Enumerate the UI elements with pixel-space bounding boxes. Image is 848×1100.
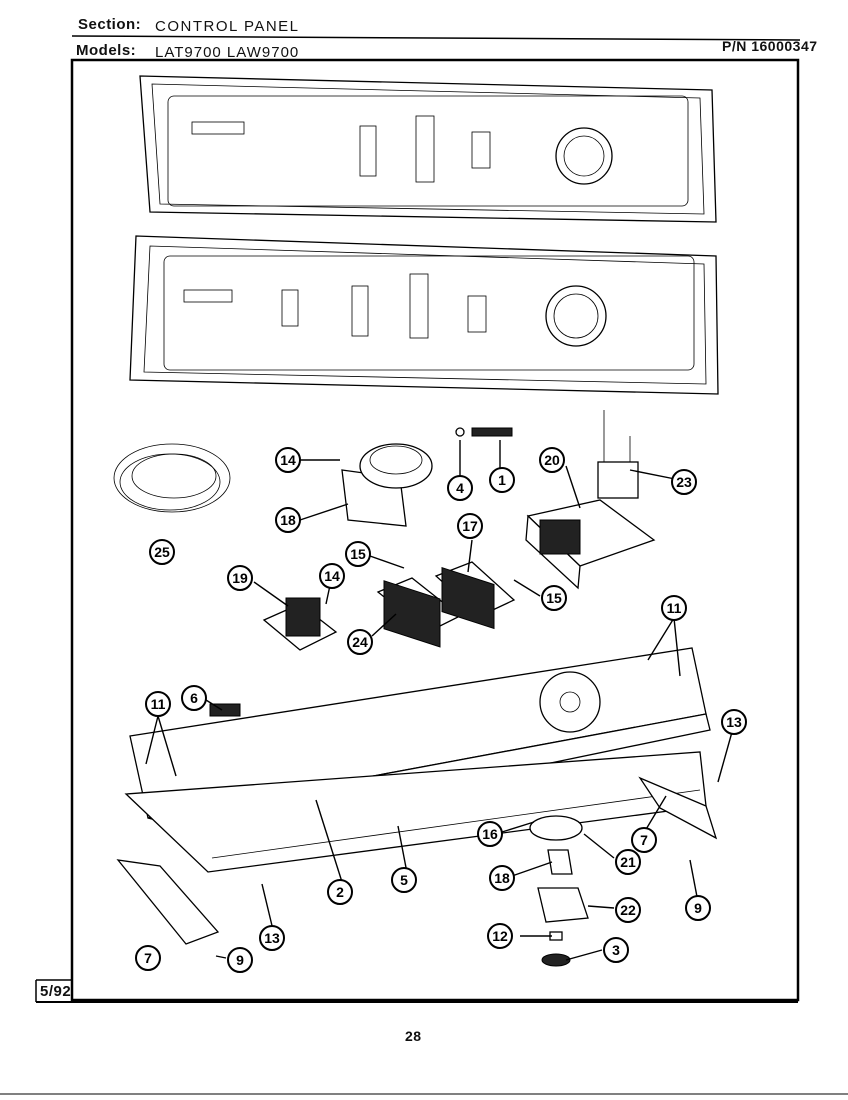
- callout-17: 17: [457, 513, 483, 539]
- wire-harness: [113, 443, 231, 513]
- callout-23: 23: [671, 469, 697, 495]
- svg-text:1: 1: [498, 472, 506, 488]
- svg-text:14: 14: [280, 452, 296, 468]
- callout-9b: 9: [227, 947, 253, 973]
- models-value: LAT9700 LAW9700: [155, 44, 300, 61]
- section-label: Section:: [78, 16, 142, 33]
- svg-text:16: 16: [482, 826, 498, 842]
- callout-14: 14: [275, 447, 301, 473]
- callout-15: 15: [345, 541, 371, 567]
- callout-11b: 11: [145, 691, 171, 717]
- timer-assembly: [525, 410, 656, 590]
- callout-22: 22: [615, 897, 641, 923]
- pushbutton-switch-24: [376, 577, 462, 648]
- knob-assembly: [529, 815, 589, 967]
- callout-13b: 13: [259, 925, 285, 951]
- callout-19: 19: [227, 565, 253, 591]
- callout-25: 25: [149, 539, 175, 565]
- pushbutton-switch-17: [434, 561, 516, 630]
- part-number: P/N 16000347: [722, 38, 818, 54]
- callout-9: 9: [685, 895, 711, 921]
- svg-text:25: 25: [154, 544, 170, 560]
- svg-text:19: 19: [232, 570, 248, 586]
- console-panel-lat: [139, 75, 717, 223]
- callout-3: 3: [603, 937, 629, 963]
- callout-2: 2: [327, 879, 353, 905]
- svg-text:7: 7: [640, 832, 648, 848]
- callout-21: 21: [615, 849, 641, 875]
- callout-14b: 14: [319, 563, 345, 589]
- callout-5: 5: [391, 867, 417, 893]
- callout-16: 16: [477, 821, 503, 847]
- retainer-ring: [455, 427, 465, 437]
- callout-12: 12: [487, 923, 513, 949]
- svg-text:13: 13: [264, 930, 280, 946]
- callout-6: 6: [181, 685, 207, 711]
- callout-11: 11: [661, 595, 687, 621]
- svg-text:11: 11: [667, 600, 682, 616]
- svg-text:2: 2: [336, 884, 344, 900]
- svg-text:4: 4: [456, 480, 464, 496]
- callout-7: 7: [135, 945, 161, 971]
- section-value: CONTROL PANEL: [155, 18, 300, 35]
- light-strip: [471, 427, 513, 437]
- timer-dial-law: [545, 285, 607, 347]
- callout-18: 18: [275, 507, 301, 533]
- svg-text:9: 9: [236, 952, 244, 968]
- callout-18b: 18: [489, 865, 515, 891]
- end-cap-left: [116, 859, 220, 945]
- revision-date: 5/92: [40, 983, 72, 1000]
- svg-text:20: 20: [544, 452, 560, 468]
- svg-text:22: 22: [620, 902, 636, 918]
- header-rule: [71, 35, 801, 41]
- callout-15b: 15: [541, 585, 567, 611]
- switch-assembly: [341, 443, 433, 527]
- svg-text:5: 5: [400, 872, 408, 888]
- svg-text:12: 12: [492, 928, 508, 944]
- svg-text:17: 17: [462, 518, 478, 534]
- svg-text:15: 15: [350, 546, 366, 562]
- diagram-frame: [70, 58, 800, 1002]
- svg-text:15: 15: [546, 590, 562, 606]
- svg-text:14: 14: [324, 568, 340, 584]
- callout-8: 7: [631, 827, 657, 853]
- svg-text:9: 9: [694, 900, 702, 916]
- svg-text:18: 18: [494, 870, 510, 886]
- svg-text:13: 13: [726, 714, 742, 730]
- selector-switch: [262, 597, 338, 651]
- end-cap-right: [638, 776, 718, 840]
- callout-1: 1: [489, 467, 515, 493]
- svg-text:6: 6: [190, 690, 198, 706]
- callout-13: 13: [721, 709, 747, 735]
- svg-text:24: 24: [352, 634, 368, 650]
- page-number: 28: [405, 1028, 422, 1044]
- callout-20: 20: [539, 447, 565, 473]
- callout-24: 24: [347, 629, 373, 655]
- leader-lines: [145, 440, 733, 961]
- svg-text:23: 23: [676, 474, 692, 490]
- svg-text:21: 21: [620, 854, 636, 870]
- svg-text:11: 11: [151, 696, 166, 712]
- models-label: Models:: [76, 42, 137, 59]
- svg-text:3: 3: [612, 942, 620, 958]
- svg-text:18: 18: [280, 512, 296, 528]
- svg-text:7: 7: [144, 950, 152, 966]
- console-panel-law: [129, 235, 719, 395]
- callout-4: 4: [447, 475, 473, 501]
